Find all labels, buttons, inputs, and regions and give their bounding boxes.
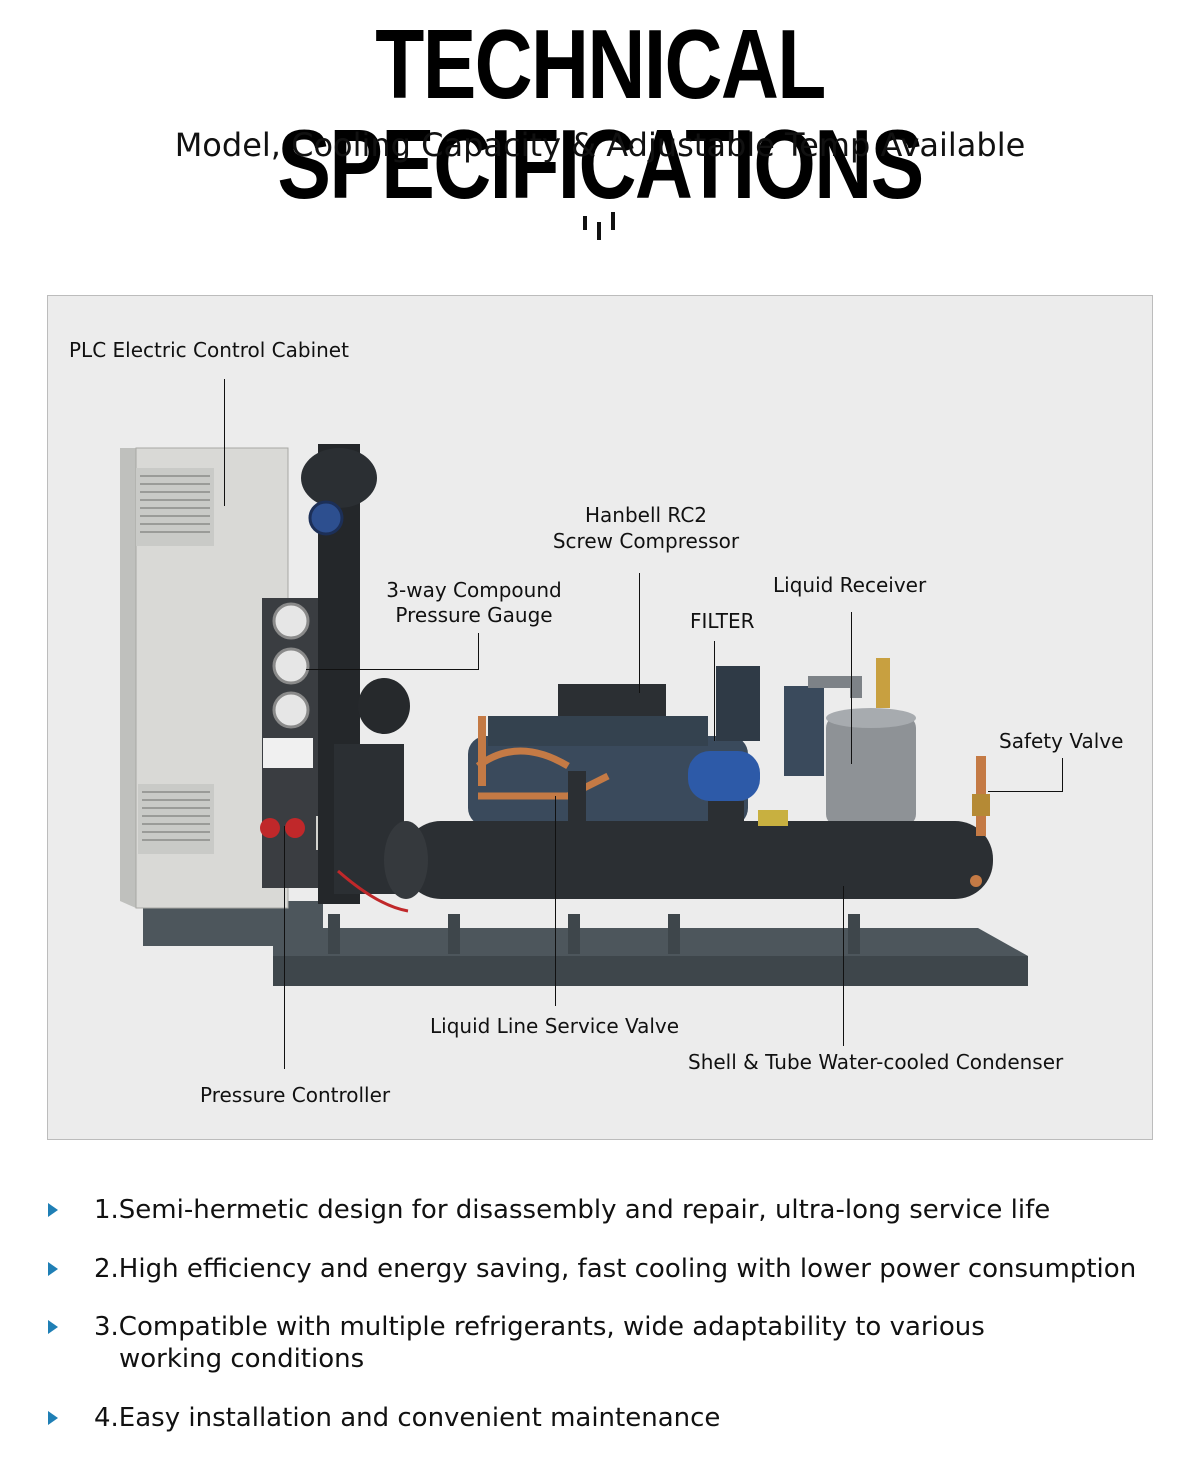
- triangle-right-icon: [48, 1203, 58, 1217]
- label-liquid-line-valve: Liquid Line Service Valve: [430, 1014, 680, 1038]
- leader-line: [1062, 758, 1063, 792]
- leader-line: [714, 641, 715, 741]
- triangle-right-icon: [48, 1320, 58, 1334]
- tick-marks-icon: [583, 212, 615, 240]
- safety-valve: [970, 756, 990, 887]
- label-pressure-controller: Pressure Controller: [200, 1083, 391, 1107]
- leader-line: [224, 379, 225, 506]
- page-title: TECHNICAL SPECIFICATIONS: [277, 9, 924, 219]
- leader-line: [988, 791, 1063, 792]
- label-liquid-receiver: Liquid Receiver: [773, 573, 927, 597]
- label-plc-cabinet: PLC Electric Control Cabinet: [69, 338, 349, 362]
- leader-line: [284, 826, 285, 1069]
- control-cable: [337, 869, 409, 913]
- refrigeration-unit-illustration: [120, 444, 1028, 986]
- triangle-right-icon: [48, 1411, 58, 1425]
- label-filter: FILTER: [690, 609, 755, 633]
- leader-line: [851, 612, 852, 764]
- label-compressor-line1: Hanbell RC2: [584, 503, 708, 527]
- suction-pipe: [301, 444, 410, 904]
- feature-text: 3.Compatible with multiple refrigerants,…: [94, 1312, 985, 1342]
- leader-line: [843, 886, 844, 1046]
- label-gauge-line2: Pressure Gauge: [395, 603, 553, 627]
- feature-text: 2.High efficiency and energy saving, fas…: [94, 1254, 1137, 1284]
- leader-line: [639, 573, 640, 693]
- page-subtitle: Model, Cooling Capacity & Adjustable Tem…: [174, 126, 1026, 164]
- leader-line: [306, 669, 479, 670]
- label-safety-valve: Safety Valve: [999, 729, 1124, 753]
- filter-drier: [688, 666, 824, 801]
- shell-tube-condenser: [384, 771, 993, 899]
- liquid-receiver: [808, 658, 916, 826]
- diagram-panel: PLC Electric Control Cabinet Hanbell RC2…: [47, 295, 1153, 1140]
- feature-text: 4.Easy installation and convenient maint…: [94, 1403, 721, 1433]
- triangle-right-icon: [48, 1262, 58, 1276]
- base-frame: [143, 901, 1028, 986]
- label-condenser: Shell & Tube Water-cooled Condenser: [688, 1050, 1064, 1074]
- plc-cabinet: [120, 447, 338, 909]
- feature-text: 1.Semi-hermetic design for disassembly a…: [94, 1195, 1051, 1225]
- label-compressor-line2: Screw Compressor: [552, 529, 740, 553]
- screw-compressor: [468, 684, 748, 826]
- label-gauge-line1: 3-way Compound: [386, 578, 562, 602]
- feature-text-continuation: working conditions: [119, 1344, 365, 1374]
- leader-line: [478, 633, 479, 669]
- leader-line: [555, 796, 556, 1006]
